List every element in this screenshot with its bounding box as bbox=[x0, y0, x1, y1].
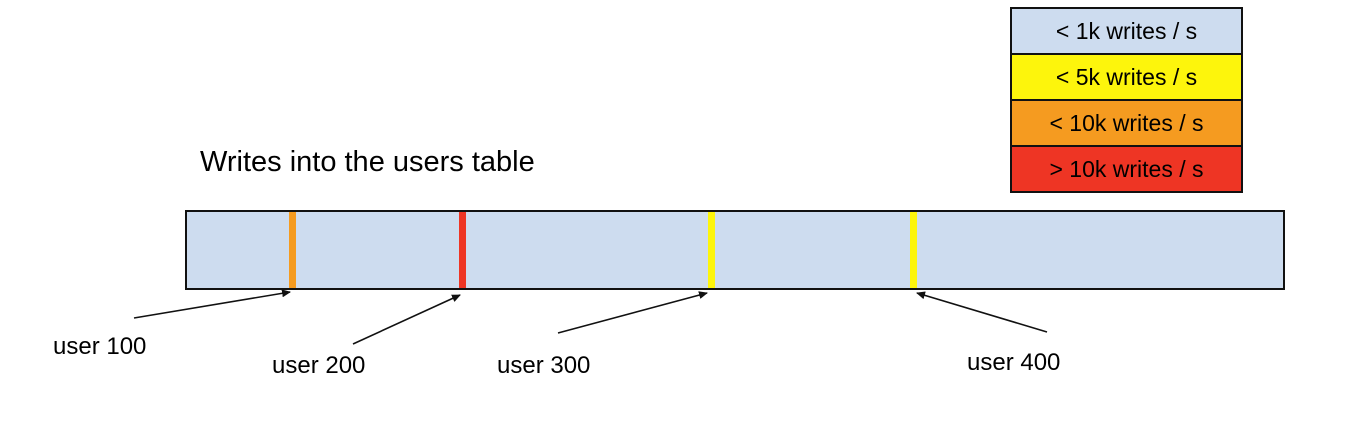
user-300-label: user 300 bbox=[497, 352, 591, 379]
arrow-user-200 bbox=[352, 294, 461, 345]
user-400-label: user 400 bbox=[967, 349, 1061, 376]
legend-item-label: > 10k writes / s bbox=[1049, 155, 1204, 182]
diagram-title: Writes into the users table bbox=[200, 146, 535, 178]
legend-item-lt10k: < 10k writes / s bbox=[1010, 99, 1243, 147]
legend: < 1k writes / s < 5k writes / s < 10k wr… bbox=[1010, 7, 1243, 193]
arrow-user-400 bbox=[916, 291, 1048, 333]
user-100-label: user 100 bbox=[53, 333, 147, 360]
arrow-user-100 bbox=[133, 289, 291, 319]
user-200-label: user 200 bbox=[272, 352, 366, 379]
legend-item-gt10k: > 10k writes / s bbox=[1010, 145, 1243, 193]
legend-item-label: < 5k writes / s bbox=[1055, 63, 1198, 90]
legend-item-lt1k: < 1k writes / s bbox=[1010, 7, 1243, 55]
stripe-user-400 bbox=[910, 212, 917, 288]
stripe-user-100 bbox=[289, 212, 296, 288]
legend-item-label: < 10k writes / s bbox=[1049, 109, 1204, 136]
users-table-bar bbox=[185, 210, 1285, 290]
stripe-user-200 bbox=[459, 212, 466, 288]
legend-item-lt5k: < 5k writes / s bbox=[1010, 53, 1243, 101]
legend-item-label: < 1k writes / s bbox=[1055, 17, 1198, 44]
arrow-user-300 bbox=[557, 291, 708, 334]
stripe-user-300 bbox=[708, 212, 715, 288]
